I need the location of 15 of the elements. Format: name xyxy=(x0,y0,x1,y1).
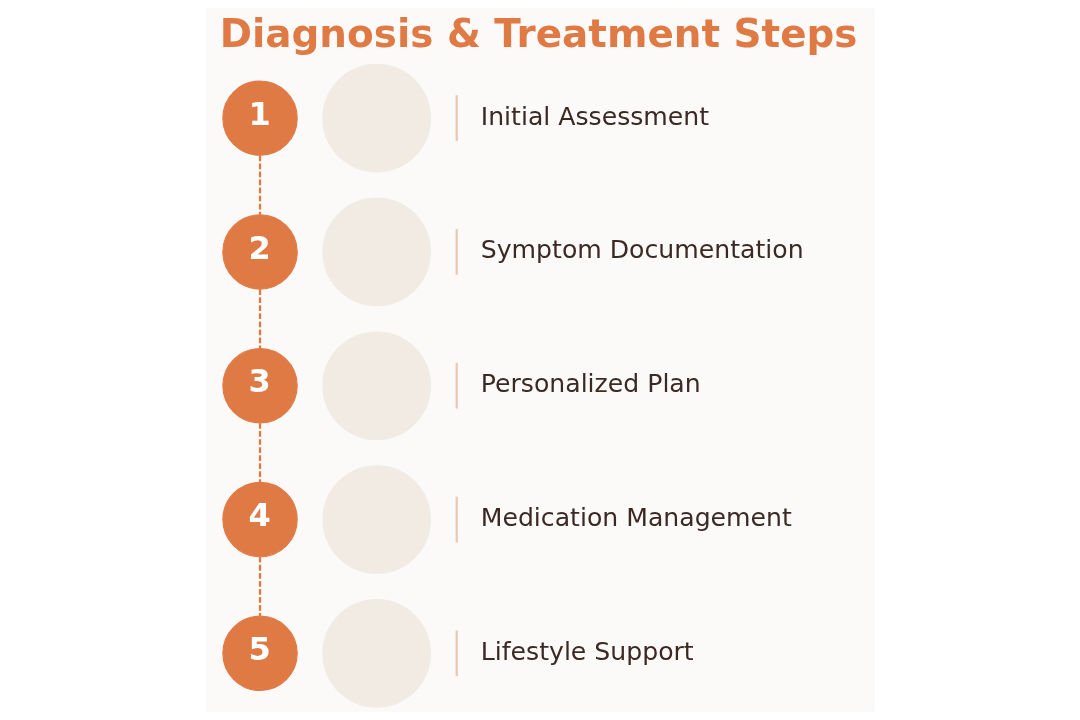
connector xyxy=(258,556,261,616)
connector xyxy=(258,155,261,215)
node-circle: 3 xyxy=(221,348,298,424)
connector xyxy=(258,289,261,349)
node-label: Initial Assessment xyxy=(480,101,709,131)
node-circle: 1 xyxy=(221,80,298,156)
diagram-title: Diagnosis & Treatment Steps xyxy=(219,11,858,57)
node-label: Symptom Documentation xyxy=(480,235,804,265)
node-circle: 2 xyxy=(221,214,298,290)
node-circle: 4 xyxy=(221,481,298,558)
node-label: Personalized Plan xyxy=(480,369,701,399)
connector xyxy=(258,423,261,483)
node-circle: 5 xyxy=(221,615,298,692)
node-label: Medication Management xyxy=(480,502,792,532)
node-label: Lifestyle Support xyxy=(480,636,694,666)
